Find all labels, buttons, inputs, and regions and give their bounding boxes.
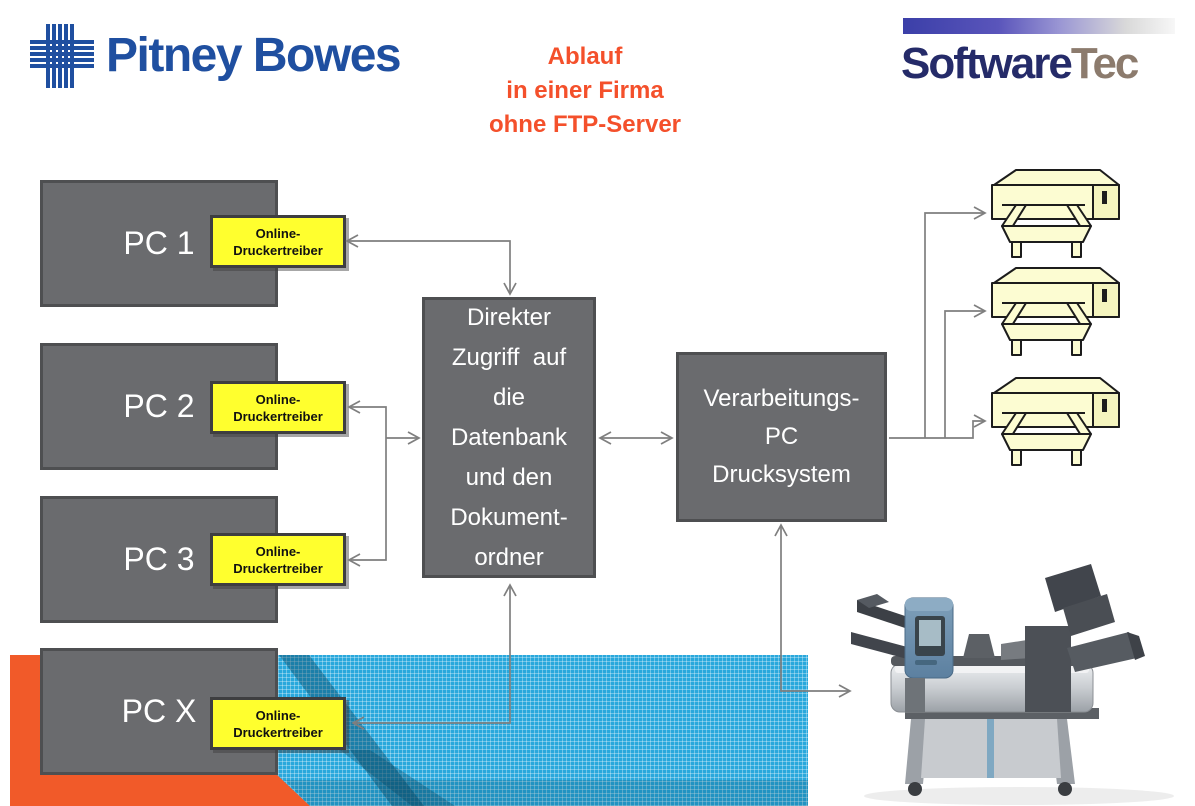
- driver-label-line1: Online-: [255, 391, 301, 407]
- central-line: und den: [465, 463, 553, 491]
- central-line: ordner: [474, 543, 544, 571]
- driver-label-line1: Online-: [255, 543, 301, 559]
- pc-label-2: PC 2: [123, 388, 195, 424]
- printer-icon-1: [972, 167, 1122, 262]
- processing-line: Drucksystem: [712, 461, 851, 488]
- title-line-1: Ablauf: [547, 43, 623, 70]
- central-line: Direkter: [466, 303, 551, 331]
- central-line: die: [492, 383, 526, 411]
- central-line: Zugriff auf: [451, 343, 567, 371]
- softwaretec-word-software: Software: [901, 39, 1073, 88]
- inserter-machine-image: [851, 564, 1174, 805]
- driver-label-line1: Online-: [255, 707, 301, 723]
- driver-box-pcx: Online- Druckertreiber: [210, 697, 346, 750]
- printer-icon-3: [972, 375, 1122, 470]
- processing-line: Verarbeitungs-: [703, 385, 860, 412]
- driver-label-line2: Druckertreiber: [233, 242, 323, 258]
- pc-box-1: PC 1: [40, 180, 278, 307]
- connector-pc1-central: [347, 240, 511, 294]
- driver-label-line2: Druckertreiber: [233, 724, 323, 740]
- connector-pc2-pc3-central: [349, 406, 387, 561]
- slide-title: Ablauf in einer Firma ohne FTP-Server: [430, 40, 740, 142]
- connector-processing-printer3: [889, 420, 985, 439]
- pc-label-x: PC X: [121, 693, 197, 729]
- driver-label-line1: Online-: [255, 225, 301, 241]
- pc-label-1: PC 1: [123, 225, 195, 261]
- driver-box-pc1: Online- Druckertreiber: [210, 215, 346, 268]
- processing-line: PC: [764, 423, 799, 450]
- pc-box-x: PC X: [40, 648, 278, 775]
- pitney-bowes-wordmark: Pitney Bowes: [106, 29, 402, 82]
- pitney-bowes-weave-icon: [30, 24, 94, 88]
- pitney-bowes-logo: Pitney Bowes: [30, 24, 402, 88]
- printer-icon-2: [972, 265, 1122, 360]
- driver-label-line2: Druckertreiber: [233, 408, 323, 424]
- softwaretec-word-tec: Tec: [1070, 39, 1140, 88]
- driver-box-pc2: Online- Druckertreiber: [210, 381, 346, 434]
- softwaretec-gradient-bar: [903, 18, 1175, 34]
- central-line: Dokument-: [450, 503, 568, 531]
- softwaretec-logo: SoftwareTec: [901, 18, 1177, 90]
- central-line: Datenbank: [450, 423, 568, 451]
- title-line-3: ohne FTP-Server: [488, 111, 682, 138]
- central-access-box: Direkter Zugriff auf die Datenbank und d…: [422, 297, 596, 578]
- softwaretec-wordmark: SoftwareTec: [901, 38, 1177, 90]
- driver-box-pc3: Online- Druckertreiber: [210, 533, 346, 586]
- band-shadow-decor: [285, 780, 808, 806]
- title-line-2: in einer Firma: [506, 77, 664, 104]
- driver-label-line2: Druckertreiber: [233, 560, 323, 576]
- pc-label-3: PC 3: [123, 541, 195, 577]
- processing-pc-box: Verarbeitungs- PC Drucksystem: [676, 352, 887, 522]
